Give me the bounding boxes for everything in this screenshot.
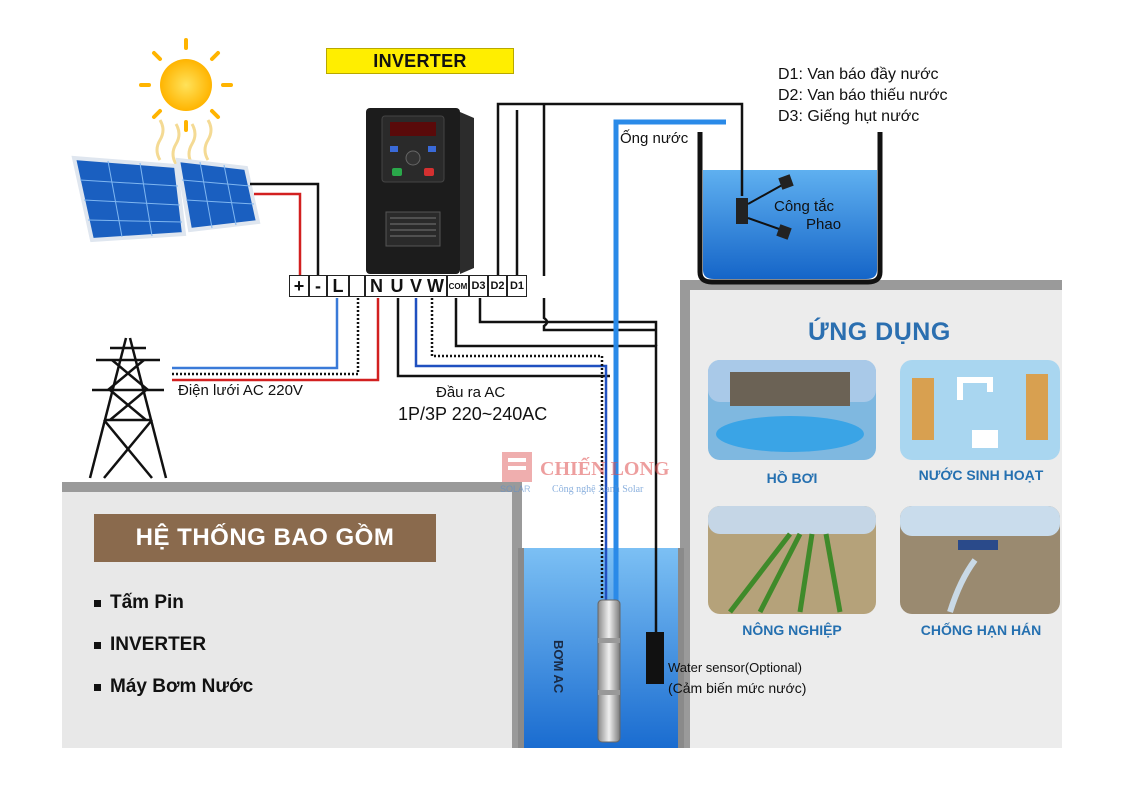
app-image-pool: [708, 360, 876, 460]
legend-d1: D1: Van báo đầy nước: [778, 66, 939, 83]
app-caption-drought: CHỐNG HẠN HÁN: [920, 622, 1042, 638]
terminal-blank: [349, 275, 365, 297]
watermark-small-text: SOLAR: [500, 484, 531, 494]
system-item-label: Tấm Pin: [110, 592, 184, 613]
inverter-title: INVERTER: [326, 48, 514, 74]
app-caption-domestic-water: NƯỚC SINH HOẠT: [918, 467, 1044, 483]
terminal-l: L: [327, 275, 349, 297]
submersible-pump-icon: [597, 599, 621, 743]
bullet-icon: [94, 641, 101, 649]
grid-label: Điện lưới AC 220V: [178, 382, 303, 399]
bullet-icon: [94, 599, 101, 607]
app-image-domestic-water: [900, 360, 1060, 460]
system-item-inverter: INVERTER: [94, 634, 206, 656]
terminal-plus: +: [289, 275, 309, 297]
solar-panels: [71, 155, 261, 243]
terminal-minus: -: [309, 275, 327, 297]
output-label-line2: 1P/3P 220~240AC: [398, 404, 548, 424]
app-caption-pool: HỒ BƠI: [766, 470, 818, 486]
applications-title: ỨNG DỤNG: [808, 318, 951, 346]
output-label-line1: Đầu ra AC: [436, 384, 506, 401]
terminal-n: N: [365, 275, 387, 297]
terminal-d3: D3: [469, 275, 488, 297]
app-image-drought: [900, 506, 1060, 614]
legend-d3: D3: Giếng hụt nước: [778, 108, 920, 125]
app-caption-agriculture: NÔNG NGHIỆP: [742, 622, 842, 638]
pump-label: BƠM AC: [551, 640, 566, 694]
terminal-v: V: [407, 275, 425, 297]
system-item-label: INVERTER: [110, 634, 207, 655]
float-switch-label-line1: Công tắc: [774, 198, 835, 215]
sensor-label-line2: (Cảm biến mức nước): [668, 680, 807, 696]
system-item-panel: Tấm Pin: [94, 592, 184, 614]
bullet-icon: [94, 683, 101, 691]
sensor-label-line1: Water sensor(Optional): [668, 660, 802, 675]
terminal-w: W: [425, 275, 447, 297]
watermark-logo-icon: [502, 452, 532, 482]
pipe-label: Ống nước: [620, 130, 689, 147]
wiring: [172, 102, 794, 648]
power-pylon-icon: [88, 337, 168, 479]
terminal-u: U: [387, 275, 407, 297]
water-tank: [697, 132, 883, 285]
legend-d2: D2: Van báo thiếu nước: [778, 87, 948, 104]
system-header: HỆ THỐNG BAO GỒM: [94, 514, 436, 562]
terminal-d1: D1: [507, 275, 527, 297]
system-item-label: Máy Bơm Nước: [110, 676, 254, 697]
app-image-agriculture: [708, 506, 876, 614]
water-sensor-icon: [646, 632, 664, 684]
watermark-slogan: Công nghệ Xanh Solar: [552, 484, 644, 495]
float-switch-label-line2: Phao: [806, 216, 842, 233]
system-item-pump: Máy Bơm Nước: [94, 676, 253, 698]
terminal-d2: D2: [488, 275, 507, 297]
sun-icon: [139, 38, 233, 165]
terminal-com: COM: [447, 275, 469, 297]
watermark-brand: CHIẾN LONG: [540, 458, 670, 480]
inverter-device: [366, 108, 474, 274]
